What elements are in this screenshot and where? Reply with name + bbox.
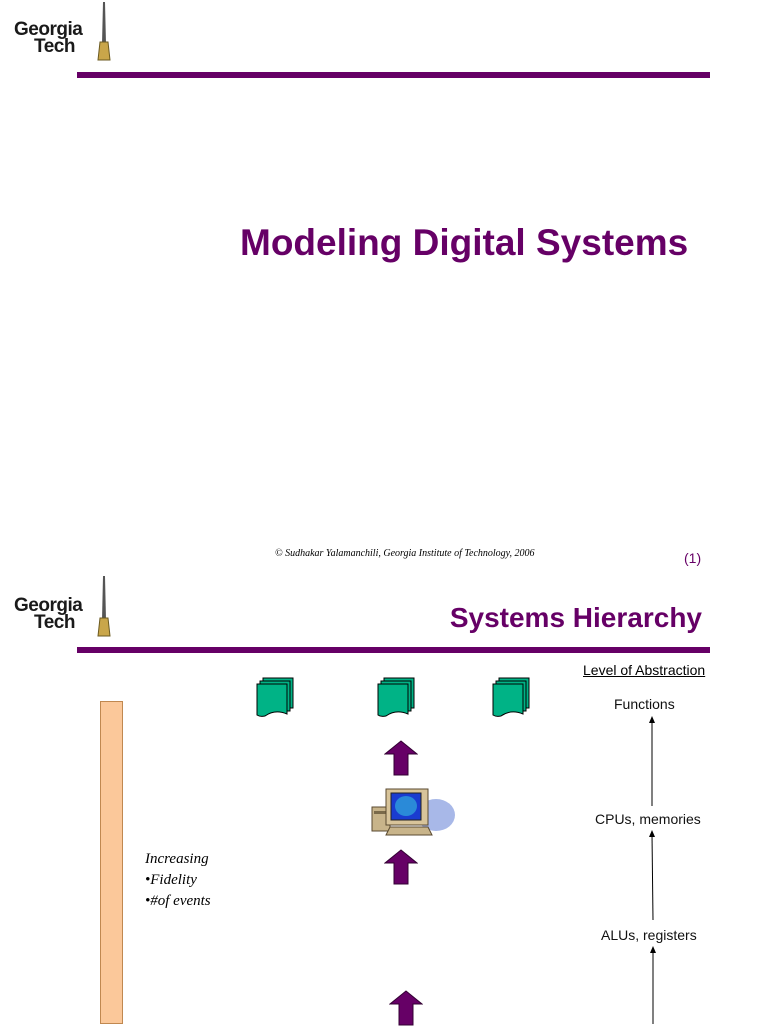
note-line-1: Increasing <box>145 851 209 867</box>
logo-text-line1: Georgia <box>14 19 83 40</box>
logo-text-line2: Tech <box>34 612 75 633</box>
level-arrow-icon <box>649 716 656 1024</box>
level-of-abstraction-header: Level of Abstraction <box>583 662 706 678</box>
document-stack-icon <box>492 677 530 717</box>
slide-title: Systems Hierarchy <box>449 602 702 633</box>
copyright-text: © Sudhakar Yalamanchili, Georgia Institu… <box>275 548 535 559</box>
logo-text-line1: Georgia <box>14 595 83 616</box>
georgia-tech-logo: Georgia Tech <box>14 576 114 640</box>
level-functions: Functions <box>614 696 675 712</box>
up-arrow-icon <box>384 849 418 885</box>
tower-icon <box>97 2 111 61</box>
note-line-3: •#of events <box>145 893 211 909</box>
page-number: (1) <box>684 550 702 566</box>
note-line-2: •Fidelity <box>145 872 197 888</box>
document-stack-icon <box>377 677 415 717</box>
header-rule <box>77 647 710 653</box>
georgia-tech-logo: Georgia Tech <box>14 2 114 66</box>
slide-title: Modeling Digital Systems <box>240 222 689 263</box>
level-cpus-memories: CPUs, memories <box>595 811 701 827</box>
tower-icon <box>97 576 111 637</box>
up-arrow-icon <box>389 990 423 1026</box>
logo-text-line2: Tech <box>34 36 75 57</box>
header-rule <box>77 72 710 78</box>
up-arrow-icon <box>384 740 418 776</box>
document-stack-icon <box>256 677 294 717</box>
fidelity-bar <box>100 701 123 1024</box>
computer-icon <box>371 788 455 836</box>
level-alus-registers: ALUs, registers <box>601 927 697 943</box>
